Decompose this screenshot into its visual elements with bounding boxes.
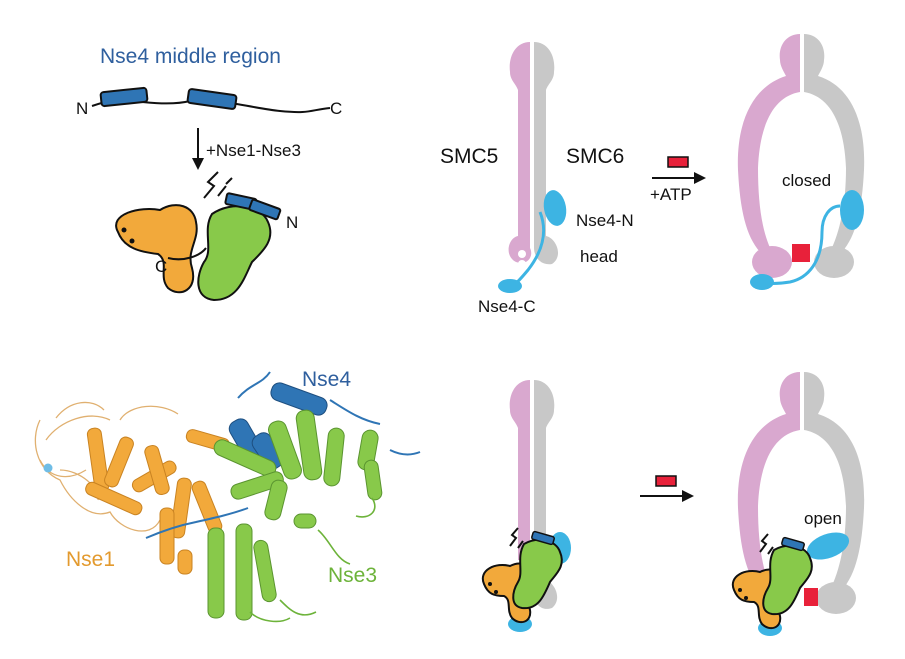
closed-nse4-n: [840, 190, 864, 230]
nse3-blob: [197, 205, 272, 302]
nse4-c-domain: [498, 279, 522, 293]
smc5-arm: [508, 42, 532, 263]
complex-nse4-helix-2: [248, 198, 282, 221]
open-smc6-head: [816, 582, 856, 614]
nse4-structure-label: Nse4: [302, 368, 351, 391]
zinc-ion: [43, 463, 53, 473]
n-terminus-label: N: [76, 99, 88, 118]
closed-smc5-ring: [737, 34, 800, 252]
open-nse1-dot-1: [738, 588, 742, 592]
nse1-helices: [85, 427, 230, 575]
e-nse4-helix: [531, 530, 555, 546]
head-label: head: [580, 247, 618, 266]
open-label: open: [804, 509, 842, 528]
plus-nse1-nse3-label: +Nse1-Nse3: [206, 141, 301, 160]
nse3-helices: [207, 409, 383, 621]
nse1-blob: [115, 204, 198, 294]
smc6-label: SMC6: [566, 145, 624, 168]
open-smc5-ring: [737, 372, 800, 590]
open-nse1-dot-2: [744, 596, 748, 600]
panel-smc-open: open: [731, 372, 865, 636]
closed-atp-bound: [792, 244, 810, 262]
smc5-head-hole-1: [518, 250, 526, 258]
nse4-loop-over-complex: [167, 247, 207, 261]
c-terminus-label: C: [330, 99, 342, 118]
atp-arrow-top-head: [694, 172, 706, 184]
e-nse1-dot-2: [494, 590, 498, 594]
atp-arrow-bottom-head: [682, 490, 694, 502]
open-nse3-blob: [762, 544, 813, 616]
nse4-loop-strand: [145, 371, 421, 539]
smc5-label: SMC5: [440, 145, 498, 168]
smc5-head-hole-2: [518, 260, 526, 268]
complex-c-label: C: [155, 257, 167, 276]
atp-icon-top: [667, 156, 689, 168]
panel-smc-apo: SMC5 SMC6 Nse4-N head Nse4-C: [440, 42, 634, 316]
atp-icon-bottom: [655, 475, 677, 487]
nse4-helix-1: [99, 86, 149, 108]
panel-crystal-structure: Nse4 Nse1 Nse3: [34, 368, 421, 623]
e-nse3-blob: [512, 538, 563, 610]
smc6-arm: [534, 42, 559, 265]
closed-label: closed: [782, 171, 831, 190]
open-nse4-helix: [781, 536, 805, 552]
closed-nse4-c: [750, 274, 774, 290]
closed-smc6-head: [814, 246, 854, 278]
closed-smc5-head: [752, 246, 792, 278]
open-atp-bound: [804, 588, 818, 606]
nse4-n-label: Nse4-N: [576, 211, 634, 230]
complex-n-label: N: [286, 213, 298, 232]
binding-arrow-head: [192, 158, 204, 170]
complex-disordered-loops: [203, 171, 233, 199]
e-smc5-arm: [509, 380, 530, 560]
atp-arrow-bottom: [640, 475, 694, 502]
nse3-structure-label: Nse3: [328, 564, 377, 587]
nse4-helix-2: [186, 88, 238, 110]
nse4-c-label: Nse4-C: [478, 297, 536, 316]
nse3-loops: [249, 497, 376, 623]
open-smc6-ring: [804, 372, 865, 590]
nse1-dot-2: [129, 238, 135, 244]
nse1-structure-label: Nse1: [66, 548, 115, 571]
panel-smc-nse-apo: [481, 380, 571, 632]
plus-atp-label: +ATP: [650, 185, 692, 204]
atp-arrow-top: +ATP: [650, 156, 706, 204]
nse1-loops: [34, 401, 179, 532]
nse4-helices: [228, 382, 328, 470]
nse4-middle-region-title: Nse4 middle region: [100, 45, 281, 68]
panel-smc-closed: closed: [737, 34, 865, 290]
e-nse1-dot-1: [488, 582, 492, 586]
nse1-dot-1: [121, 227, 127, 233]
panel-nse4-schematic: Nse4 middle region N C +Nse1-Nse3 C N: [76, 45, 342, 302]
open-disordered-loops: [759, 533, 774, 555]
nse4-n-domain: [543, 190, 567, 226]
e-disordered-loops: [509, 527, 524, 549]
open-nse4-n: [806, 532, 850, 560]
